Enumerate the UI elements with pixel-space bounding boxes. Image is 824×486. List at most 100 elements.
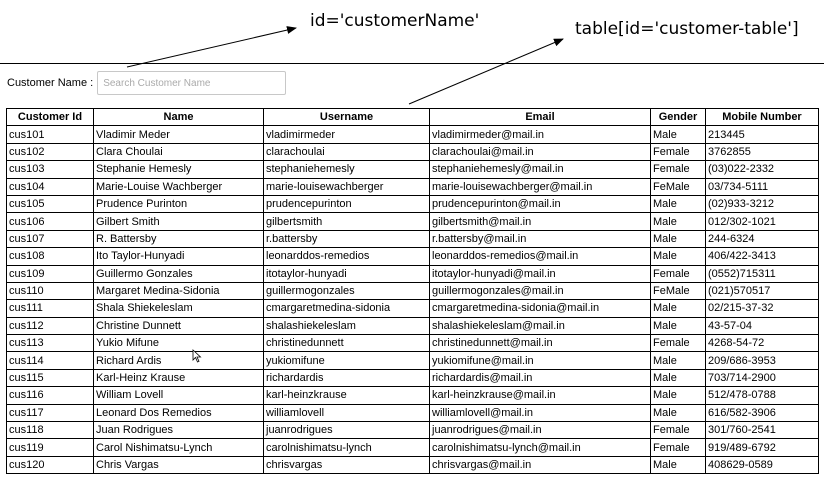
- cell-mobile-number: 244-6324: [705, 229, 819, 249]
- cell-username: richardardis: [263, 368, 430, 388]
- cell-username: guillermogonzales: [263, 281, 430, 301]
- cell-mobile-number: 919/489-6792: [705, 438, 819, 457]
- cell-gender: Male: [650, 403, 706, 423]
- cell-mobile-number: 3762855: [705, 142, 819, 162]
- cell-name: Shala Shiekeleslam: [93, 299, 264, 318]
- cell-customer-id: cus114: [6, 351, 94, 370]
- cell-customer-id: cus105: [6, 194, 94, 214]
- cell-username: leonarddos-remedios: [263, 247, 430, 266]
- cell-gender: Male: [650, 247, 706, 266]
- cell-email: clarachoulai@mail.in: [429, 142, 651, 162]
- cell-name: Gilbert Smith: [93, 212, 264, 231]
- cell-customer-id: cus107: [6, 229, 94, 249]
- cell-email: r.battersby@mail.in: [429, 229, 651, 249]
- customer-search-row: Customer Name :: [7, 71, 287, 95]
- cell-mobile-number: 512/478-0788: [705, 386, 819, 405]
- cell-mobile-number: 213445: [705, 125, 819, 144]
- cell-gender: FeMale: [650, 281, 706, 301]
- cell-username: chrisvargas: [263, 455, 430, 475]
- cell-gender: Female: [650, 334, 706, 353]
- cell-gender: Female: [650, 421, 706, 440]
- cell-mobile-number: (03)022-2332: [705, 160, 819, 179]
- cell-username: r.battersby: [263, 229, 430, 249]
- cell-customer-id: cus112: [6, 316, 94, 336]
- cell-username: williamlovell: [263, 403, 430, 423]
- cell-username: marie-louisewachberger: [263, 177, 430, 196]
- cell-gender: Male: [650, 299, 706, 318]
- cell-email: shalashiekeleslam@mail.in: [429, 316, 651, 336]
- column-header-name: Name: [93, 107, 264, 127]
- cell-customer-id: cus110: [6, 281, 94, 301]
- cell-email: vladimirmeder@mail.in: [429, 125, 651, 144]
- cell-username: shalashiekeleslam: [263, 316, 430, 336]
- cell-customer-id: cus103: [6, 160, 94, 179]
- cell-mobile-number: 408629-0589: [705, 455, 819, 475]
- cell-username: stephaniehemesly: [263, 160, 430, 179]
- cell-mobile-number: 4268-54-72: [705, 334, 819, 353]
- cell-mobile-number: 209/686-3953: [705, 351, 819, 370]
- cell-username: clarachoulai: [263, 142, 430, 162]
- cell-email: williamlovell@mail.in: [429, 403, 651, 423]
- cell-name: R. Battersby: [93, 229, 264, 249]
- cell-email: karl-heinzkrause@mail.in: [429, 386, 651, 405]
- customer-name-input[interactable]: [97, 71, 287, 95]
- cell-mobile-number: 703/714-2900: [705, 368, 819, 388]
- cell-gender: FeMale: [650, 177, 706, 196]
- cell-username: juanrodrigues: [263, 421, 430, 440]
- cell-customer-id: cus120: [6, 455, 94, 475]
- cell-name: Juan Rodrigues: [93, 421, 264, 440]
- cell-gender: Male: [650, 455, 706, 475]
- cell-username: karl-heinzkrause: [263, 386, 430, 405]
- mouse-cursor-icon: [192, 349, 202, 363]
- cell-customer-id: cus101: [6, 125, 94, 144]
- cell-name: Guillermo Gonzales: [93, 264, 264, 283]
- cell-customer-id: cus102: [6, 142, 94, 162]
- cell-mobile-number: 43-57-04: [705, 316, 819, 336]
- customer-table-locator-annotation: table[id='customer-table']: [575, 19, 799, 39]
- cell-email: itotaylor-hunyadi@mail.in: [429, 264, 651, 283]
- cell-customer-id: cus109: [6, 264, 94, 283]
- cell-customer-id: cus106: [6, 212, 94, 231]
- customer-name-label: Customer Name :: [7, 77, 94, 89]
- cell-customer-id: cus104: [6, 177, 94, 196]
- column-header-email: Email: [429, 107, 651, 127]
- cell-email: carolnishimatsu-lynch@mail.in: [429, 438, 651, 457]
- cell-email: cmargaretmedina-sidonia@mail.in: [429, 299, 651, 318]
- cell-customer-id: cus118: [6, 421, 94, 440]
- cell-customer-id: cus116: [6, 386, 94, 405]
- cell-email: chrisvargas@mail.in: [429, 455, 651, 475]
- cell-email: marie-louisewachberger@mail.in: [429, 177, 651, 196]
- cell-name: Vladimir Meder: [93, 125, 264, 144]
- cell-gender: Male: [650, 368, 706, 388]
- column-header-customer-id: Customer Id: [6, 107, 94, 127]
- cell-mobile-number: 406/422-3413: [705, 247, 819, 266]
- cell-email: gilbertsmith@mail.in: [429, 212, 651, 231]
- cell-mobile-number: 03/734-5111: [705, 177, 819, 196]
- cell-gender: Male: [650, 386, 706, 405]
- cell-email: richardardis@mail.in: [429, 368, 651, 388]
- cell-email: prudencepurinton@mail.in: [429, 194, 651, 214]
- cell-name: Clara Choulai: [93, 142, 264, 162]
- column-header-username: Username: [263, 107, 430, 127]
- cell-gender: Female: [650, 160, 706, 179]
- cell-username: gilbertsmith: [263, 212, 430, 231]
- cell-email: yukiomifune@mail.in: [429, 351, 651, 370]
- cell-username: christinedunnett: [263, 334, 430, 353]
- cell-customer-id: cus117: [6, 403, 94, 423]
- cell-name: Leonard Dos Remedios: [93, 403, 264, 423]
